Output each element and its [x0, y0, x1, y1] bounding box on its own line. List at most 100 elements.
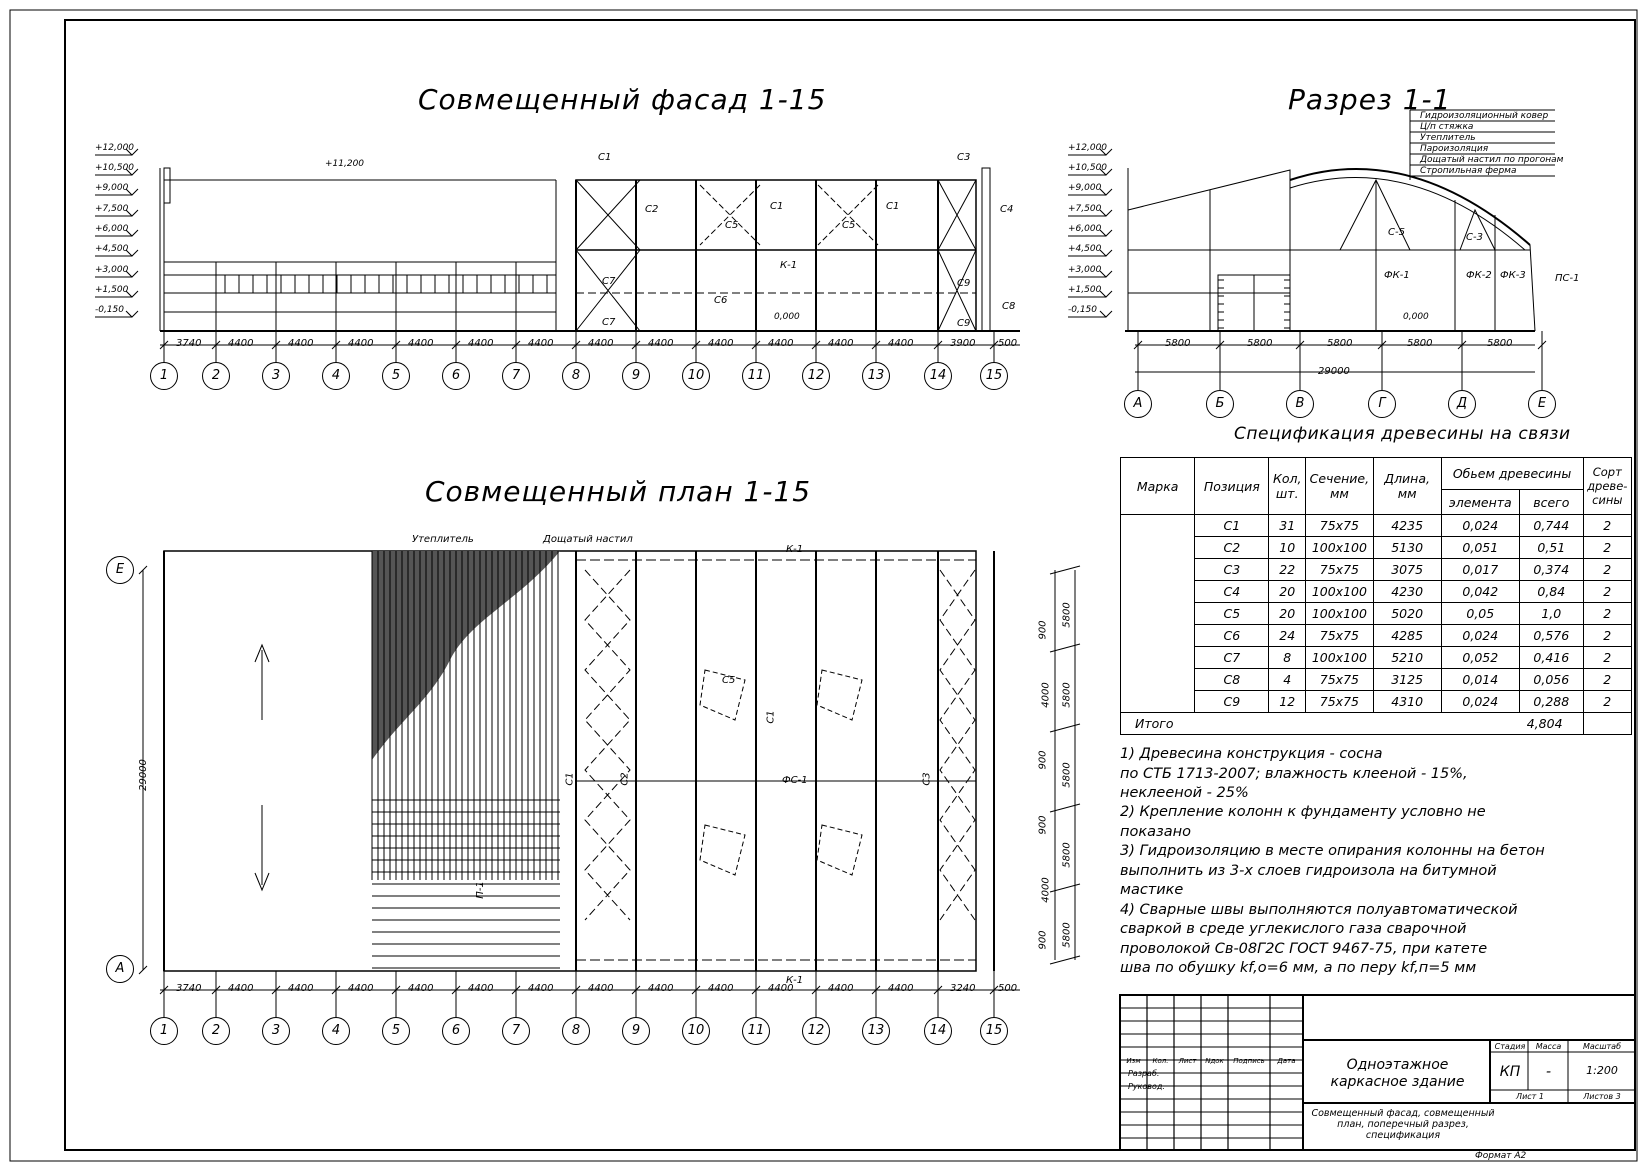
plan-dim-12: 4400	[888, 983, 914, 994]
section-dim-tick	[1537, 340, 1547, 350]
plan-right-tick	[1049, 723, 1081, 733]
spec-cell-mark	[1119, 536, 1196, 559]
plan-right-dim2-2: 5800	[1061, 762, 1073, 788]
facade-dim-10: 4400	[768, 338, 794, 349]
section-dim-tick	[1133, 340, 1143, 350]
facade-dim-7: 4400	[588, 338, 614, 349]
section-label-fk1: ФК-1	[1384, 270, 1410, 281]
plan-label-c1: С1	[564, 772, 576, 786]
facade-level-mark	[95, 290, 139, 298]
spec-cell-all: 0,576	[1519, 624, 1584, 647]
spec-cell-pos: С3	[1194, 558, 1270, 581]
facade-label-c1b: С1	[770, 201, 784, 212]
section-level-4: +6,000	[1068, 224, 1102, 234]
spec-cell-len: 3125	[1372, 668, 1442, 691]
facade-label-c3: С3	[957, 152, 971, 163]
plan-right-dim-5: 900	[1037, 930, 1049, 950]
stamp-razrab: Разраб.	[1128, 1069, 1160, 1078]
stamp-col-5: Дата	[1277, 1057, 1296, 1065]
spec-cell-el: 0,042	[1440, 580, 1521, 603]
spec-total-value: 4,804	[1441, 712, 1584, 735]
spec-cell-qty: 10	[1268, 536, 1306, 559]
plan-dim-7: 4400	[588, 983, 614, 994]
spec-cell-gr: 2	[1582, 668, 1633, 691]
plan-dim-3: 4400	[348, 983, 374, 994]
section-layer-1: Ц/п стяжка	[1420, 122, 1474, 132]
section-level-mark	[1068, 310, 1113, 318]
spec-cell-qty: 22	[1268, 558, 1306, 581]
spec-cell-el: 0,024	[1440, 624, 1521, 647]
facade-dim-13: 3900	[950, 338, 976, 349]
facade-axis-9: 9	[622, 362, 650, 390]
note-line-6: выполнить из 3-х слоев гидроизола на бит…	[1120, 862, 1497, 879]
plan-right-dim-3: 900	[1037, 815, 1049, 835]
facade-top-mark: +11,200	[325, 159, 365, 169]
plan-label-k1top: К-1	[786, 544, 804, 555]
plan-axis-4: 4	[322, 1017, 350, 1045]
facade-level-7: +1,500	[95, 285, 129, 295]
plan-right-dim-0: 900	[1037, 620, 1049, 640]
section-axis-Г: Г	[1368, 390, 1396, 418]
stamp-col-1: Кол.	[1152, 1057, 1169, 1065]
spec-cell-qty: 20	[1268, 580, 1306, 603]
facade-label-c7a: С7	[602, 276, 616, 287]
facade-label-c5b: С5	[842, 220, 856, 231]
section-label-c5: С-5	[1388, 227, 1405, 238]
spec-cell-el: 0,051	[1440, 536, 1521, 559]
th-grade: Сорт древе- сины	[1582, 457, 1633, 515]
plan-axis-12: 12	[802, 1017, 830, 1045]
facade-level-mark	[95, 270, 139, 278]
spec-cell-pos: С4	[1194, 580, 1270, 603]
facade-label-c9a: С9	[957, 278, 971, 289]
spec-cell-sect: 75х75	[1305, 624, 1374, 647]
stamp-col-4: Подпись	[1233, 1057, 1265, 1065]
stamp-format: Формат А2	[1475, 1151, 1527, 1161]
note-line-5: 3) Гидроизоляцию в месте опирания колонн…	[1120, 843, 1545, 859]
section-dim-2: 5800	[1327, 338, 1353, 349]
note-line-1: по СТБ 1713-2007; влажность клееной - 15…	[1120, 765, 1468, 782]
facade-dim-3: 4400	[348, 338, 374, 349]
section-level-mark	[1068, 188, 1113, 196]
plan-dim-8: 4400	[648, 983, 674, 994]
section-level-mark	[1068, 148, 1113, 156]
section-level-mark	[1068, 270, 1113, 278]
note-line-8: 4) Сварные швы выполняются полуавтоматич…	[1120, 901, 1518, 918]
spec-cell-gr: 2	[1582, 646, 1633, 669]
stamp-stadia: Стадия	[1494, 1042, 1526, 1051]
spec-cell-el: 0,014	[1440, 668, 1521, 691]
plan-axis-1: 1	[150, 1017, 178, 1045]
th-sect: Сечение, мм	[1305, 457, 1374, 515]
plan-dim-2: 4400	[288, 983, 314, 994]
facade-axis-15: 15	[980, 362, 1008, 390]
plan-label-c1r: С1	[765, 710, 777, 724]
spec-cell-mark	[1119, 646, 1196, 669]
facade-level-2: +9,000	[95, 183, 129, 193]
plan-dim-6: 4400	[528, 983, 554, 994]
plan-axis-7: 7	[502, 1017, 530, 1045]
section-level-mark	[1068, 209, 1113, 217]
plan-right-dim2-1: 5800	[1061, 682, 1073, 708]
plan-dim-tick	[159, 985, 169, 995]
spec-cell-mark	[1119, 580, 1196, 603]
plan-axis-11: 11	[742, 1017, 770, 1045]
facade-label-c2: С2	[645, 204, 659, 215]
plan-right-tick	[1049, 643, 1081, 653]
spec-cell-gr: 2	[1582, 536, 1633, 559]
th-qty: Кол, шт.	[1268, 457, 1306, 515]
facade-axis-14: 14	[924, 362, 952, 390]
facade-axis-5: 5	[382, 362, 410, 390]
plan-label-insul: Утеплитель	[412, 534, 474, 545]
facade-level-0: +12,000	[95, 143, 135, 153]
section-level-8: -0,150	[1068, 305, 1098, 315]
spec-cell-len: 5210	[1372, 646, 1442, 669]
section-dim-tick	[1215, 340, 1225, 350]
plan-dim-tick	[691, 985, 701, 995]
facade-dim-12: 4400	[888, 338, 914, 349]
spec-cell-sect: 75х75	[1305, 690, 1374, 713]
